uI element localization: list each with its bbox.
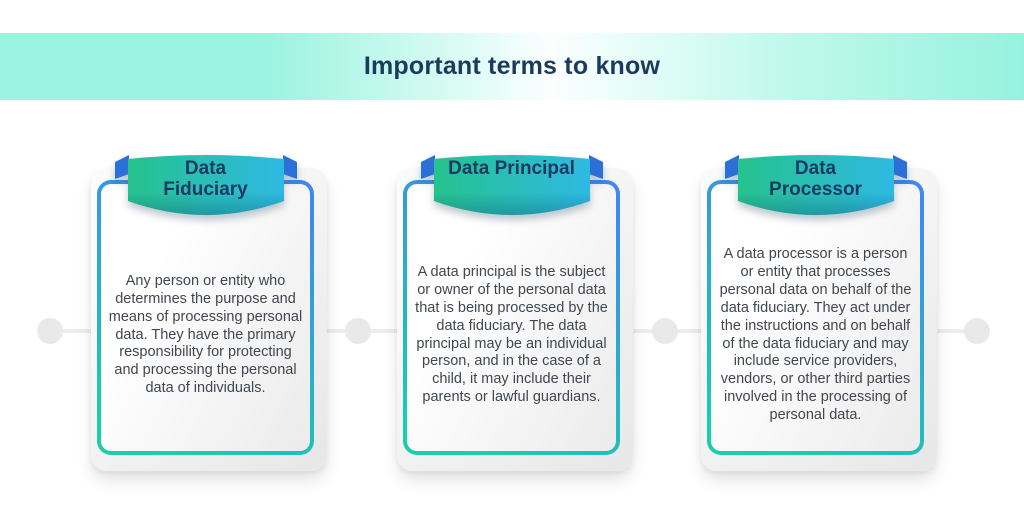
card-title: Data Principal <box>448 158 575 179</box>
term-card-data-processor: A data processor is a person or entity t… <box>701 155 937 471</box>
connector-line <box>923 329 977 333</box>
ribbon-shape <box>420 155 603 215</box>
card-body: Any person or entity who determines the … <box>101 184 310 451</box>
term-card-data-principal: A data principal is the subject or owner… <box>397 155 633 471</box>
connector-dot <box>652 318 678 344</box>
connector-dot <box>37 318 63 344</box>
header-band: Important terms to know <box>0 33 1024 100</box>
connector-dot <box>964 318 990 344</box>
connector-line <box>50 329 97 333</box>
page-title: Important terms to know <box>363 52 661 80</box>
card-title: Data Fiduciary <box>163 158 248 200</box>
term-card-data-fiduciary: Any person or entity who determines the … <box>91 155 327 471</box>
card-description: A data principal is the subject or owner… <box>415 264 608 405</box>
card-description: Any person or entity who determines the … <box>108 273 303 397</box>
card-body: A data processor is a person or entity t… <box>711 184 920 451</box>
card-front: Any person or entity who determines the … <box>97 180 314 455</box>
card-description: A data processor is a person or entity t… <box>719 246 912 423</box>
card-title: Data Processor <box>769 158 862 200</box>
ribbon-shape <box>114 155 297 215</box>
connector-dot <box>345 318 371 344</box>
ribbon-banner: Data Processor <box>724 149 908 227</box>
ribbon-banner: Data Fiduciary <box>114 149 298 227</box>
card-front: A data processor is a person or entity t… <box>707 180 924 455</box>
card-front: A data principal is the subject or owner… <box>403 180 620 455</box>
card-body: A data principal is the subject or owner… <box>407 184 616 451</box>
ribbon-banner: Data Principal <box>420 149 604 227</box>
ribbon-shape <box>724 155 907 215</box>
